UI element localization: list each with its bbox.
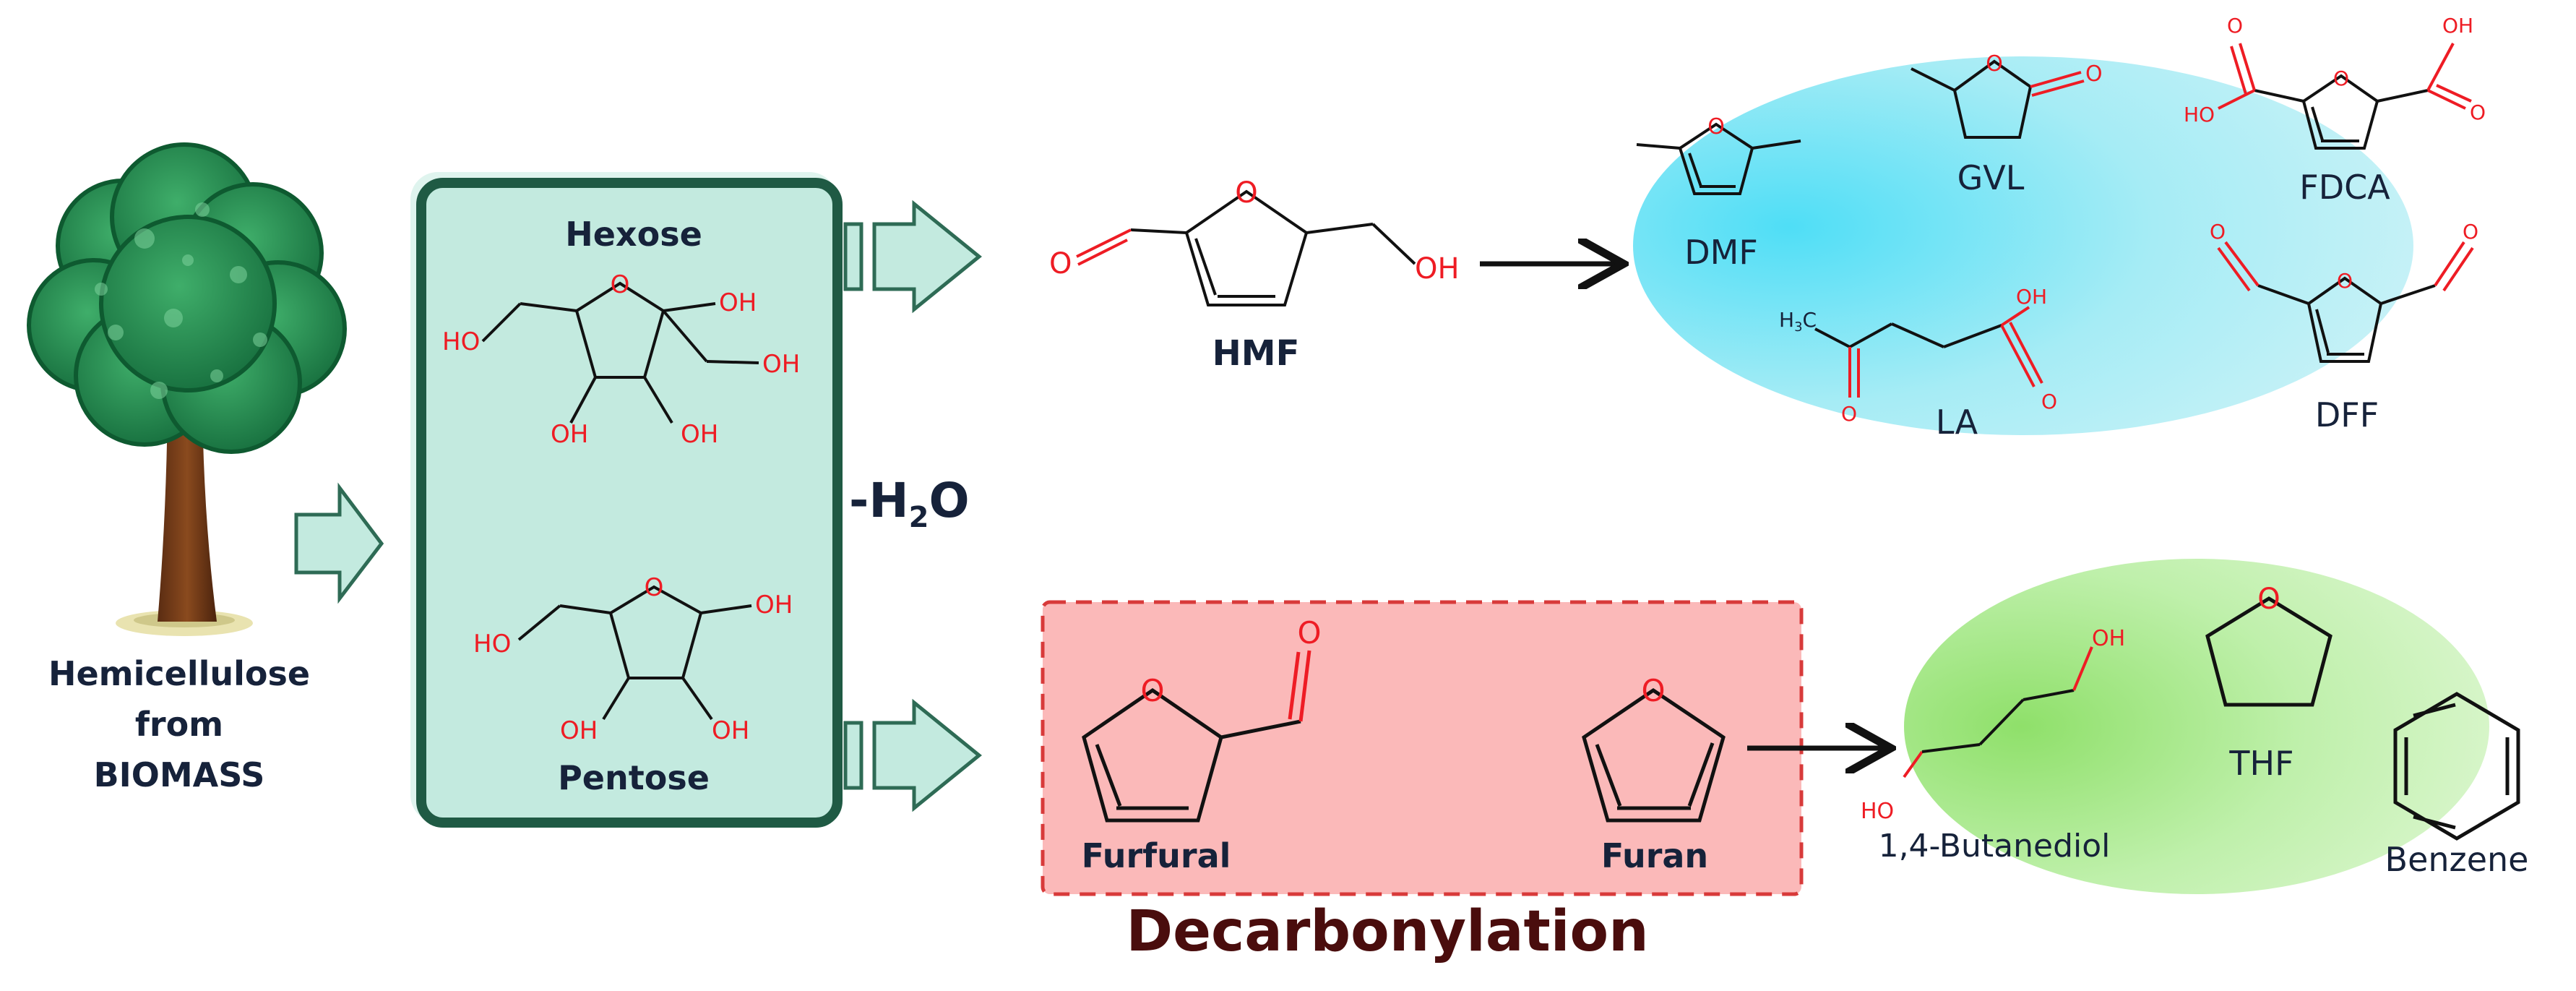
dff-label: DFF [2315,395,2379,434]
gvl-structure [1911,59,2085,139]
butanediol-hydroxyl: OH [2092,626,2125,651]
block-arrow-top-icon [843,200,982,314]
furfural-structure [1082,650,1311,823]
tree-icon [27,142,347,636]
la-structure [1814,306,2043,398]
fdca-ring-oxygen: O [2333,67,2349,90]
furan-products-ellipse [1904,559,2489,894]
thf-label: THF [2228,744,2293,783]
dmf-label: DMF [1684,233,1758,272]
hexose-oh-2: OH [762,350,800,379]
fdca-carbonyl-oxygen-2: O [2470,100,2486,124]
hexose-oh-4: OH [681,420,718,449]
dff-aldehyde-oxygen-1: O [2210,220,2226,244]
furan-structure [1582,687,1726,823]
hexose-ho: HO [442,327,480,356]
pentose-oh-1: OH [755,591,793,619]
hmf-ring-oxygen: O [1235,176,1257,210]
fdca-hydroxyl-2: OH [2442,14,2473,38]
fdca-hydroxyl-1: HO [2184,103,2215,126]
la-atom-labels: H3C OH O O [1779,285,2057,426]
source-label-line1: Hemicellulose [48,654,310,693]
pentose-structure [517,585,752,721]
decarbonylation-label: Decarbonylation [1126,899,1648,964]
hmf-hydroxyl: OH [1415,252,1460,286]
block-arrow-bottom-icon [843,698,982,812]
hexose-structure [481,281,759,424]
dff-atom-labels: O O O [2210,220,2478,293]
gvl-carbonyl-oxygen: O [2085,61,2103,87]
dehydration-label: -H2O [849,473,970,534]
dmf-structure [1636,122,1801,195]
la-hydroxyl: OH [2016,285,2047,309]
la-acid-oxygen: O [2041,390,2057,413]
fdca-structure [2218,43,2472,150]
thf-ring-oxygen: O [2257,583,2280,616]
fdca-label: FDCA [2299,168,2390,207]
fdca-carbonyl-oxygen-1: O [2227,14,2243,38]
gvl-label: GVL [1957,158,2025,197]
benzene-label: Benzene [2385,840,2529,879]
pentose-ring-oxygen: O [645,573,664,602]
source-label-line2: from [135,705,223,744]
pentose-ho: HO [473,630,511,658]
pentose-label: Pentose [558,758,710,797]
la-label: LA [1936,403,1978,442]
pentose-atom-labels: O OH OH OH HO [473,573,793,745]
benzene-structure [2393,692,2520,841]
la-methyl: H3C [1779,308,1817,335]
block-arrow-icon [294,482,384,604]
butanediol-label: 1,4-Butanediol [1879,828,2111,865]
thf-structure [2205,596,2332,707]
dff-ring-oxygen: O [2337,269,2353,293]
hmf-aldehyde-oxygen: O [1049,247,1072,280]
butanediol-ho: HO [1861,799,1894,824]
furfural-ring-oxygen: O [1140,673,1164,708]
furan-label: Furan [1601,836,1708,875]
pentose-oh-2: OH [560,716,598,745]
hmf-products-ellipse [1633,56,2413,435]
hexose-label: Hexose [565,215,702,254]
furfural-aldehyde-oxygen: O [1297,615,1321,651]
pentose-oh-3: OH [712,716,749,745]
hmf-label: HMF [1212,333,1300,374]
hexose-ring-oxygen: O [611,270,630,299]
gvl-ring-oxygen: O [1986,51,2003,77]
furan-ring-oxygen: O [1641,673,1665,708]
dff-structure [2217,241,2474,363]
fdca-atom-labels: O O HO OH O [2184,14,2486,126]
sugar-box [410,172,843,828]
source-label-line3: BIOMASS [94,755,265,794]
butanediol-structure [1903,646,2093,778]
hexose-oh-1: OH [719,288,757,317]
hmf-structure [1076,189,1416,306]
la-keto-oxygen: O [1841,402,1857,426]
hexose-atom-labels: O OH OH OH OH HO [442,270,800,449]
dff-aldehyde-oxygen-2: O [2463,220,2478,244]
hexose-oh-3: OH [551,420,588,449]
dmf-ring-oxygen: O [1707,114,1725,140]
hmf-atom-labels: O O OH [1049,176,1460,286]
furfural-label: Furfural [1082,836,1231,875]
